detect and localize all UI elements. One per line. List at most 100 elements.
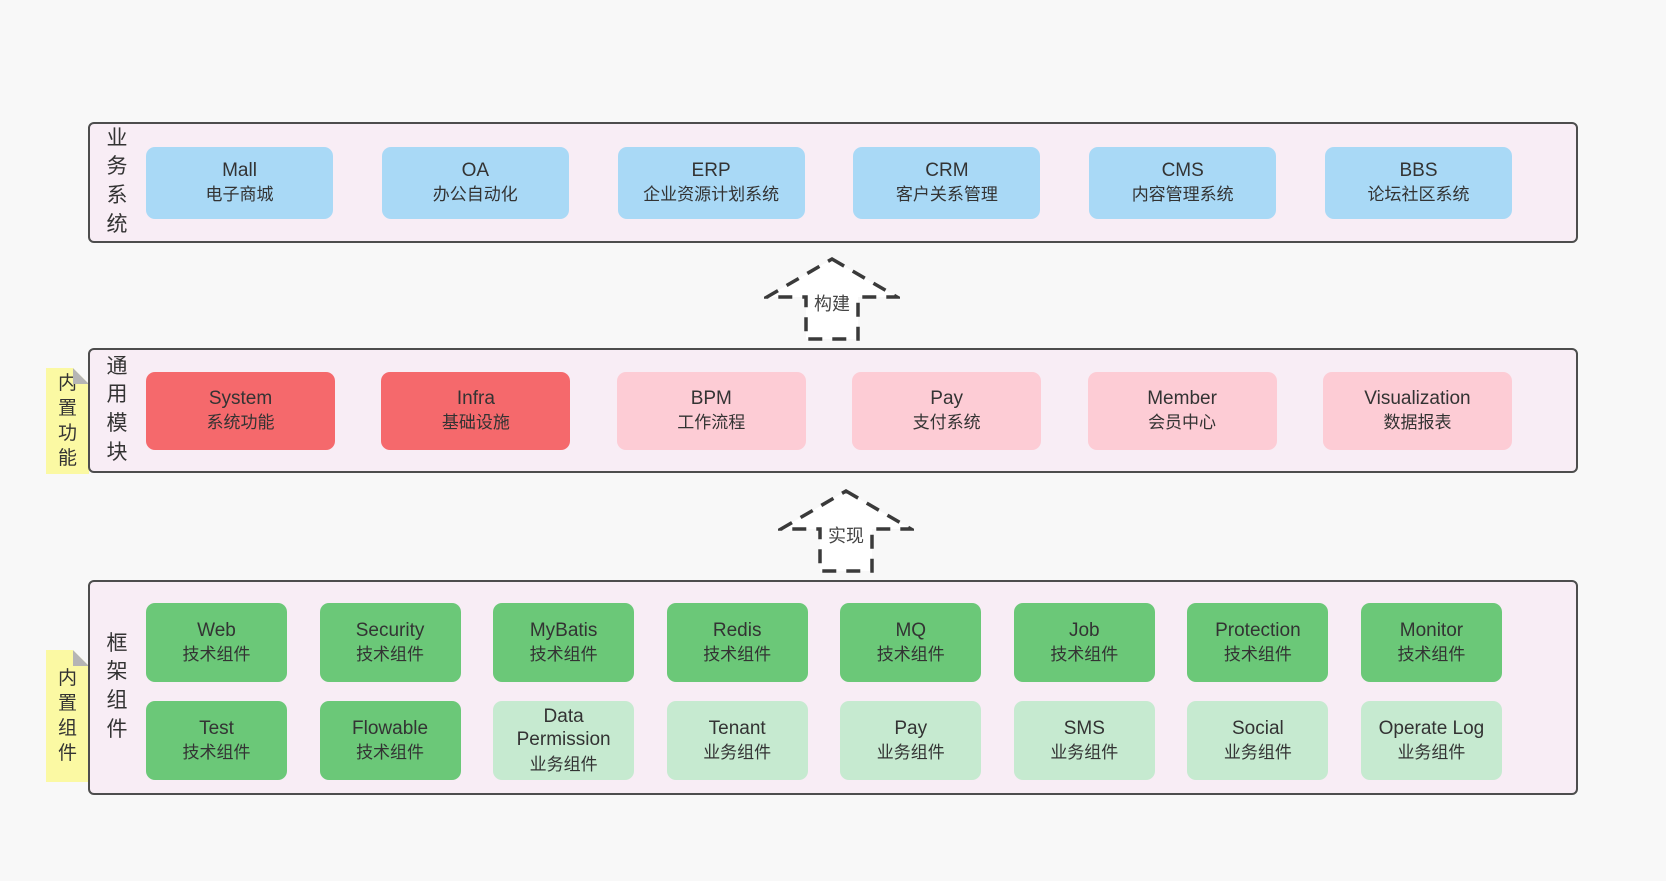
box-subtitle: 基础设施 [441, 413, 510, 433]
box-title: Member [1147, 387, 1217, 409]
box-mybatis: MyBatis 技术组件 [493, 603, 635, 682]
box-monitor: Monitor 技术组件 [1360, 603, 1502, 682]
band-label-framework-components: 框架组件 [106, 631, 128, 742]
box-subtitle: 数据报表 [1383, 413, 1452, 433]
box-operate-log: Operate Log 业务组件 [1360, 701, 1502, 780]
box-title: Infra [456, 387, 495, 409]
box-title: Social [1232, 717, 1284, 739]
box-title: Protection [1215, 619, 1301, 641]
box-visualization: Visualization 数据报表 [1322, 371, 1512, 450]
box-subtitle: 技术组件 [182, 645, 251, 665]
box-subtitle: 会员中心 [1148, 413, 1217, 433]
box-crm: CRM 客户关系管理 [853, 146, 1041, 219]
box-subtitle: 业务组件 [703, 743, 772, 763]
box-mall: Mall 电子商城 [146, 146, 333, 219]
box-bbs: BBS 论坛社区系统 [1324, 146, 1512, 219]
box-title: System [208, 387, 273, 409]
box-job: Job 技术组件 [1013, 603, 1155, 682]
box-subtitle: 论坛社区系统 [1367, 185, 1470, 205]
box-erp: ERP 企业资源计划系统 [617, 146, 805, 219]
box-subtitle: 业务组件 [1050, 743, 1119, 763]
box-title: Security [355, 619, 425, 641]
box-subtitle: 工作流程 [677, 413, 746, 433]
band-common-modules: 通用模块 System 系统功能 Infra 基础设施 BPM 工作流程 Pay… [88, 348, 1578, 473]
box-title: Job [1068, 619, 1100, 641]
box-title: SMS [1063, 717, 1105, 739]
box-title: Pay [894, 717, 928, 739]
sticky-note-label: 内置功能 [57, 372, 77, 470]
box-test: Test 技术组件 [146, 701, 287, 780]
box-subtitle: 业务组件 [529, 754, 598, 774]
box-title: MyBatis [529, 619, 598, 641]
box-title: ERP [691, 159, 731, 181]
box-title: Mall [222, 159, 257, 181]
box-title: Monitor [1399, 619, 1464, 641]
box-sms: SMS 业务组件 [1013, 701, 1155, 780]
box-subtitle: 支付系统 [912, 413, 981, 433]
box-title: Pay [930, 387, 964, 409]
box-title: Operate Log [1378, 717, 1485, 739]
box-tenant: Tenant 业务组件 [666, 701, 808, 780]
box-subtitle: 客户关系管理 [895, 185, 998, 205]
box-web: Web 技术组件 [146, 603, 287, 682]
box-social: Social 业务组件 [1187, 701, 1329, 780]
box-title: CMS [1161, 159, 1204, 181]
box-pay: Pay 支付系统 [852, 371, 1042, 450]
box-title: BBS [1399, 159, 1438, 181]
box-title: OA [461, 159, 490, 181]
box-subtitle: 技术组件 [356, 743, 425, 763]
box-title: CRM [925, 159, 969, 181]
arrow-build-label: 构建 [811, 290, 853, 316]
box-protection: Protection 技术组件 [1187, 603, 1329, 682]
box-title: Test [199, 717, 234, 739]
box-subtitle: 技术组件 [356, 645, 425, 665]
framework-components-row-1: Web 技术组件 Security 技术组件 MyBatis 技术组件 Redi… [146, 603, 1502, 682]
sticky-note-label: 内置组件 [57, 667, 77, 765]
box-subtitle: 技术组件 [529, 645, 598, 665]
box-infra: Infra 基础设施 [381, 371, 571, 450]
box-mq: MQ 技术组件 [840, 603, 982, 682]
box-subtitle: 企业资源计划系统 [643, 185, 780, 205]
box-oa: OA 办公自动化 [381, 146, 569, 219]
box-title: Visualization [1364, 387, 1471, 409]
folded-corner-icon [73, 650, 89, 666]
arrow-implement-label: 实现 [825, 522, 867, 548]
box-member: Member 会员中心 [1087, 371, 1277, 450]
box-subtitle: 技术组件 [1223, 645, 1292, 665]
sticky-note-builtin-features: 内置功能 [46, 368, 89, 474]
box-subtitle: 技术组件 [703, 645, 772, 665]
box-subtitle: 技术组件 [1397, 645, 1466, 665]
framework-components-row-2: Test 技术组件 Flowable 技术组件 Data Permission … [146, 701, 1502, 780]
box-title: Redis [712, 619, 762, 641]
band-business-systems: 业务系统 Mall 电子商城 OA 办公自动化 ERP 企业资源计划系统 CRM… [88, 122, 1578, 243]
box-subtitle: 业务组件 [1397, 743, 1466, 763]
box-title: Tenant [708, 717, 766, 739]
folded-corner-icon [73, 368, 89, 384]
box-subtitle: 内容管理系统 [1131, 185, 1234, 205]
box-subtitle: 办公自动化 [432, 185, 518, 205]
box-title: Data Permission [516, 706, 611, 751]
box-subtitle: 电子商城 [205, 185, 274, 205]
band-framework-components: 框架组件 Web 技术组件 Security 技术组件 MyBatis 技术组件… [88, 580, 1578, 795]
box-bpm: BPM 工作流程 [616, 371, 806, 450]
box-redis: Redis 技术组件 [666, 603, 808, 682]
band-label-common-modules: 通用模块 [106, 354, 128, 465]
box-subtitle: 业务组件 [1223, 743, 1292, 763]
box-security: Security 技术组件 [319, 603, 461, 682]
arrow-implement: 实现 [778, 488, 914, 574]
arrow-build: 构建 [764, 256, 900, 342]
box-title: Flowable [352, 717, 429, 739]
box-subtitle: 业务组件 [876, 743, 945, 763]
box-subtitle: 技术组件 [182, 743, 251, 763]
box-title: Web [197, 619, 236, 641]
box-subtitle: 技术组件 [876, 645, 945, 665]
band-label-business-systems: 业务系统 [106, 126, 128, 237]
box-title: MQ [895, 619, 927, 641]
box-flowable: Flowable 技术组件 [319, 701, 461, 780]
box-system: System 系统功能 [146, 371, 335, 450]
sticky-note-builtin-components: 内置组件 [46, 650, 89, 782]
common-modules-row: System 系统功能 Infra 基础设施 BPM 工作流程 Pay 支付系统… [146, 371, 1512, 450]
box-subtitle: 系统功能 [206, 413, 275, 433]
box-data-permission: Data Permission 业务组件 [493, 701, 635, 780]
